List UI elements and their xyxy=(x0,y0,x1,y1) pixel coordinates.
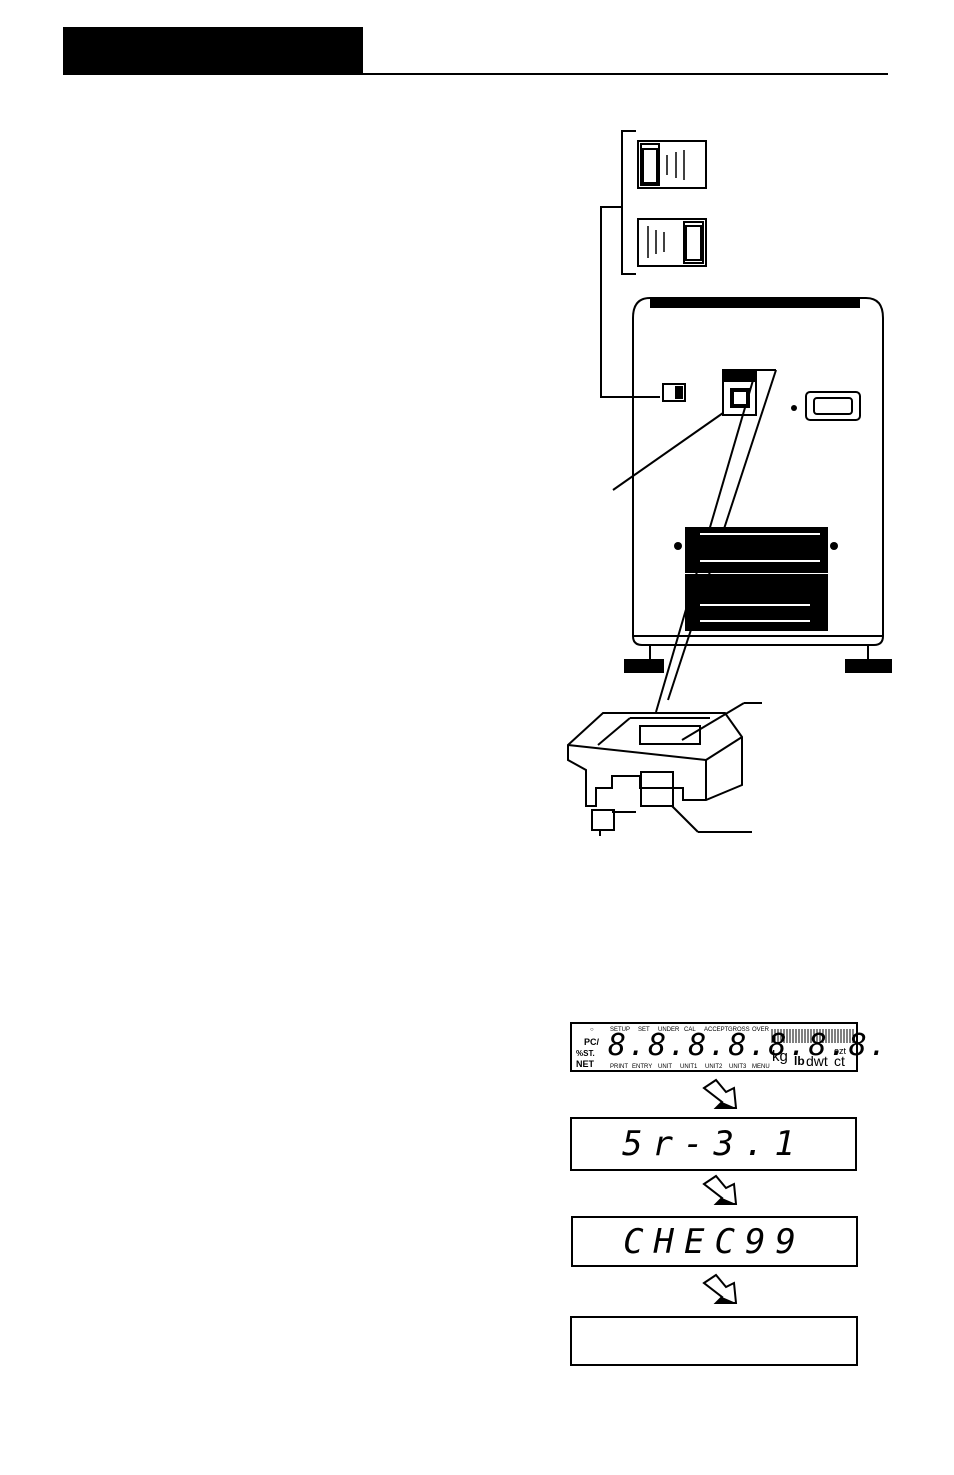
rear-panel-illustration xyxy=(567,130,892,836)
unit-kg: kg xyxy=(772,1048,788,1065)
indicator-unit3: UNIT3 xyxy=(729,1064,747,1070)
indicator-pc: PC/ xyxy=(584,1037,600,1047)
indicator-gross: GROSS xyxy=(728,1027,750,1033)
unit-dwt: dwt xyxy=(806,1053,828,1069)
indicator-menu: MENU xyxy=(752,1064,770,1070)
sequence-arrow-icon xyxy=(702,1273,738,1304)
indicator-set: SET xyxy=(638,1027,650,1033)
indicator-entry: ENTRY xyxy=(632,1064,653,1070)
unit-ozt: ozt xyxy=(834,1046,847,1056)
unit-ct: ct xyxy=(834,1053,845,1069)
indicator-unit: UNIT xyxy=(658,1064,672,1070)
header-rule xyxy=(363,73,888,75)
lcd-blank xyxy=(570,1316,858,1366)
sequence-arrow-icon xyxy=(702,1078,738,1109)
lcd-software-version: 5r-3.1 xyxy=(570,1117,857,1171)
sequence-arrow-icon xyxy=(702,1174,738,1205)
lcd-check: CHEC99 xyxy=(571,1216,858,1267)
header-bar xyxy=(63,27,363,75)
segment-digits: 8.8.8.8.8.8.8. xyxy=(608,1028,889,1063)
lcd-text-step2: CHEC99 xyxy=(623,1221,806,1262)
indicator-st: %ST. xyxy=(576,1049,595,1058)
indicator-unit2: UNIT2 xyxy=(705,1064,723,1070)
indicator-print: PRINT xyxy=(610,1064,628,1070)
indicator-cal: CAL xyxy=(684,1027,696,1033)
unit-lb: lb xyxy=(794,1054,805,1068)
lcd-text-step1: 5r-3.1 xyxy=(622,1124,805,1164)
indicator-net: NET xyxy=(576,1059,594,1069)
lcd-text-step3 xyxy=(572,1318,856,1364)
indicator-under: UNDER xyxy=(658,1027,680,1033)
stable-indicator: ○ xyxy=(590,1027,594,1033)
indicator-setup: SETUP xyxy=(610,1027,631,1033)
bar-graph-icon xyxy=(771,1029,854,1043)
indicator-unit1: UNIT1 xyxy=(680,1064,698,1070)
indicator-accept: ACCEPT xyxy=(704,1027,729,1033)
indicator-over: OVER xyxy=(752,1027,770,1033)
lcd-full-display: ○ PC/ %ST. NET SETUP SET UNDER CAL ACCEP… xyxy=(570,1022,887,1072)
